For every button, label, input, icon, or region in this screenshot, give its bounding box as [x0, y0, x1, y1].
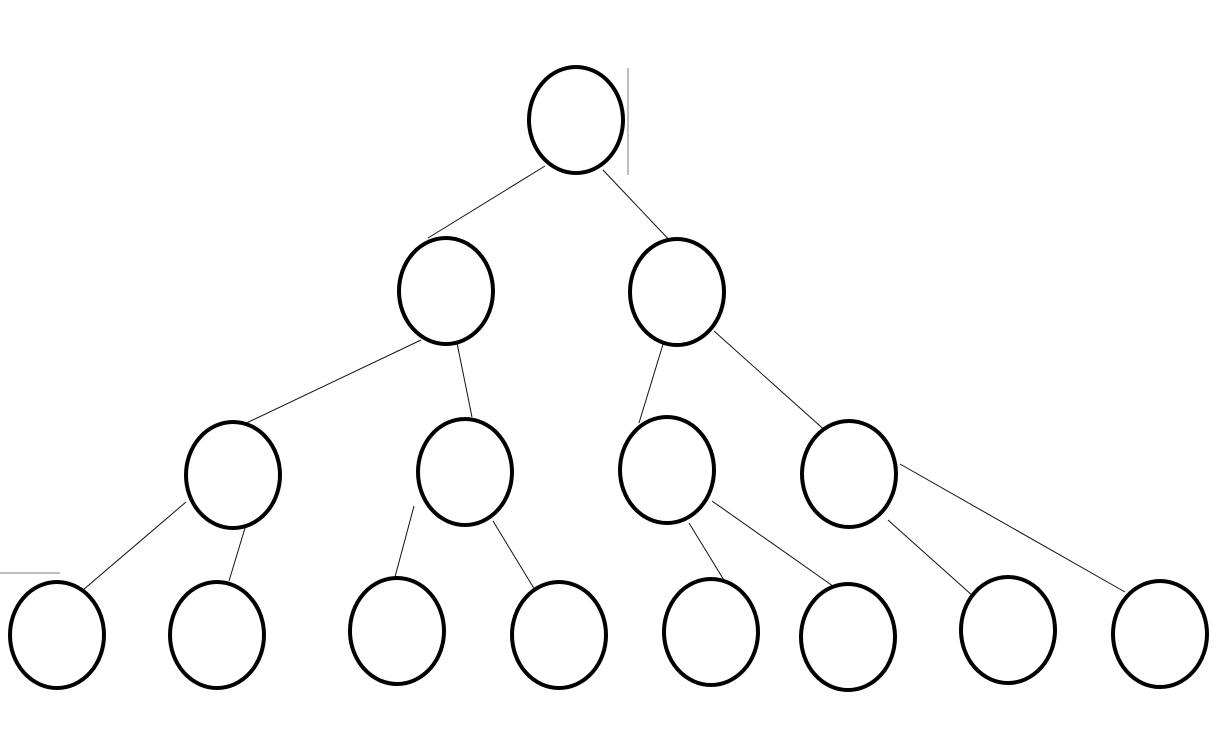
tree-node-n9 — [348, 576, 446, 686]
tree-node-n10 — [510, 580, 608, 690]
tree-node-n2 — [628, 237, 726, 347]
tree-edge-n1-n4 — [456, 342, 473, 418]
tree-edge-n3-n7 — [82, 501, 187, 591]
scan-artifacts — [0, 68, 629, 574]
tree-edge-n3-n8 — [228, 527, 246, 582]
tree-edge-n1-n3 — [235, 339, 422, 429]
tree-node-n14 — [1111, 579, 1209, 689]
edges-layer — [82, 165, 1126, 609]
tree-node-n4 — [416, 417, 514, 527]
tree-node-n5 — [618, 415, 716, 525]
tree-node-n8 — [168, 580, 266, 690]
nodes-layer — [8, 65, 1209, 692]
tree-node-n0 — [527, 65, 625, 175]
tree-edge-n6-n13 — [887, 519, 984, 606]
tree-node-n12 — [799, 582, 897, 692]
tree-edge-n4-n9 — [394, 505, 415, 578]
tree-edge-n0-n2 — [602, 169, 675, 246]
tree-node-n1 — [397, 236, 495, 346]
tree-edge-n2-n5 — [638, 340, 665, 424]
tree-edge-n2-n6 — [713, 330, 830, 435]
tree-edge-n4-n10 — [492, 520, 542, 601]
tree-node-n7 — [8, 580, 106, 690]
tree-node-n6 — [800, 419, 898, 529]
tree-edge-n6-n14 — [899, 463, 1126, 593]
tree-node-n3 — [184, 420, 282, 530]
tree-node-n13 — [959, 575, 1057, 685]
tree-node-n11 — [662, 577, 760, 687]
tree-edge-n0-n1 — [427, 165, 546, 239]
tree-edge-n5-n12 — [711, 500, 841, 592]
